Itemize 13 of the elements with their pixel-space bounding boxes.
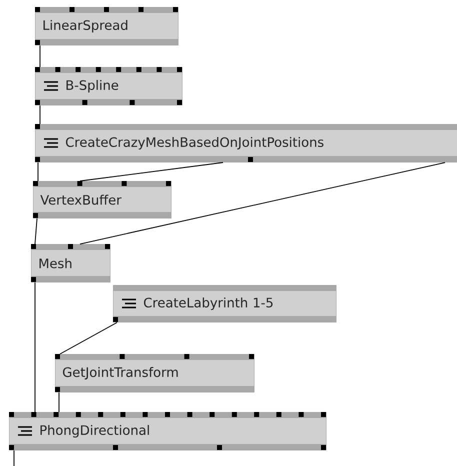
connector <box>60 322 118 354</box>
node-box: VertexBuffer <box>33 181 172 218</box>
node-box: Mesh <box>31 244 110 282</box>
connector <box>34 218 38 244</box>
node-box: GetJointTransform <box>55 354 254 392</box>
connector <box>34 282 36 412</box>
node-box: LinearSpread <box>35 7 178 46</box>
connector <box>58 392 60 412</box>
node-box: CreateLabyrinth 1-5 <box>113 285 336 322</box>
node-box: CreateCrazyMeshBasedOnJointPositions <box>35 124 457 162</box>
node-box: PhongDirectional <box>9 412 326 450</box>
connector <box>80 162 224 182</box>
node-box: B-Spline <box>35 67 182 106</box>
